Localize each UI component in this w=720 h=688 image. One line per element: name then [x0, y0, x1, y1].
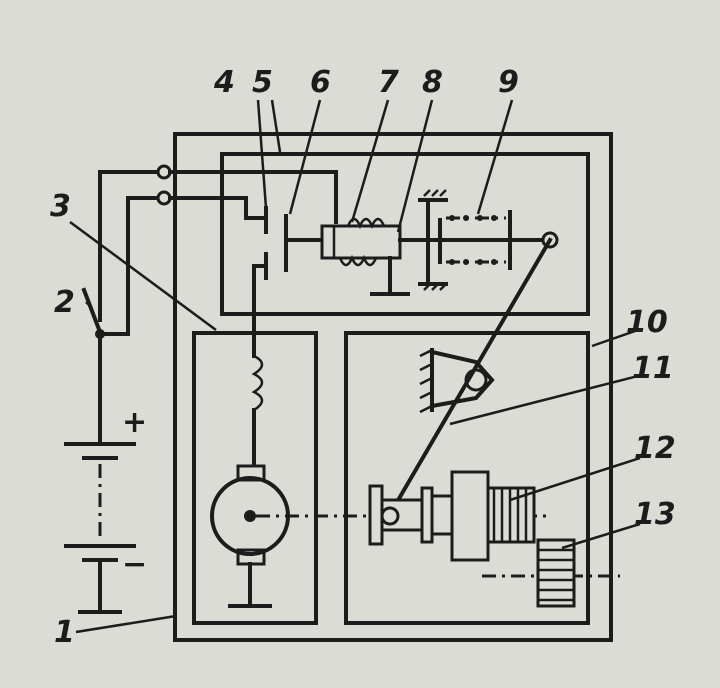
return-spring: [418, 189, 512, 291]
drive-pinion-assembly: [368, 470, 536, 562]
battery-circuit: [64, 170, 162, 614]
main-contacts: [252, 206, 324, 280]
label-2: 2: [54, 285, 75, 320]
ignition-switch: [81, 287, 103, 335]
label-5: 5: [252, 65, 273, 100]
flywheel-ring-gear: [536, 538, 576, 608]
label-7: 7: [378, 65, 399, 100]
starter-motor: [210, 264, 290, 608]
label-13: 13: [634, 497, 676, 532]
outer-housing: [173, 132, 613, 642]
label-10: 10: [626, 305, 668, 340]
drive-compartment: [344, 331, 590, 625]
leader-lines: [69, 99, 641, 634]
shift-lever: [387, 237, 553, 517]
label-9: 9: [498, 65, 519, 100]
label-3: 3: [50, 189, 71, 224]
battery-plus-sign: +: [122, 405, 147, 440]
label-4: 4: [213, 65, 235, 100]
relay-coil: [320, 217, 550, 296]
battery-minus-sign: −: [122, 547, 147, 582]
label-8: 8: [422, 65, 443, 100]
solenoid-relay-housing: [220, 152, 590, 316]
label-6: 6: [310, 65, 331, 100]
label-12: 12: [634, 431, 676, 466]
label-1: 1: [54, 615, 75, 650]
label-11: 11: [632, 351, 674, 386]
